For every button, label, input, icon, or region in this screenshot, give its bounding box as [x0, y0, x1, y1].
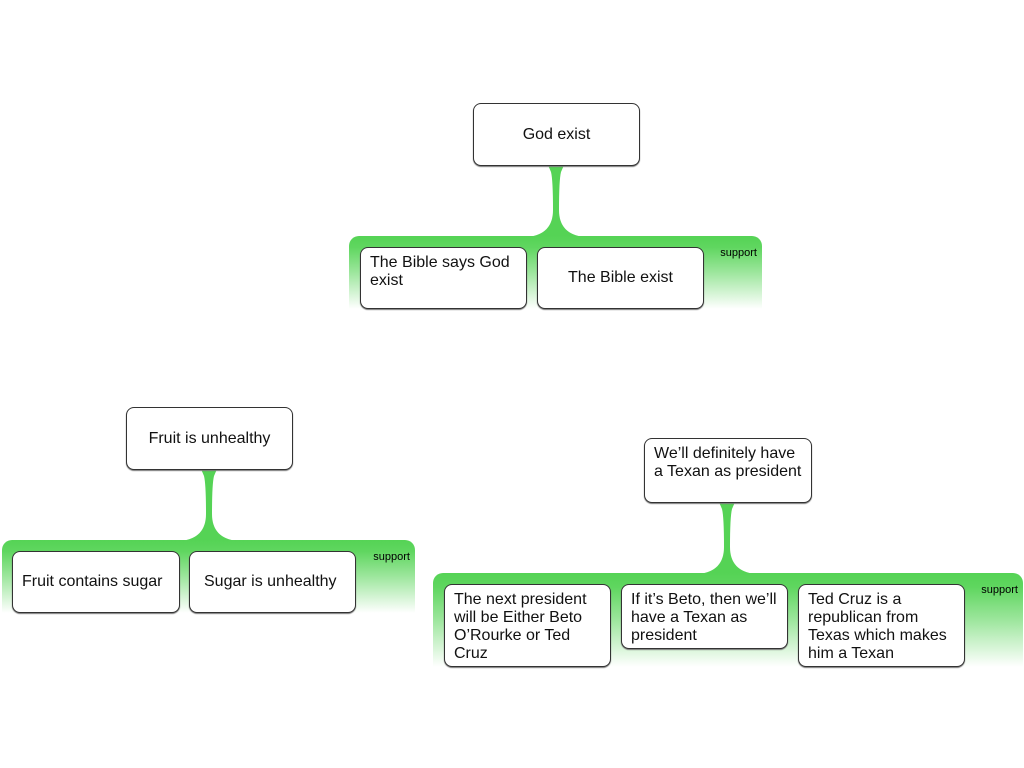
connector-stem [699, 502, 755, 574]
support-label: support [373, 551, 410, 563]
claim-box[interactable]: Fruit is unhealthy [126, 407, 293, 470]
support-label: support [720, 247, 757, 259]
support-label: support [981, 584, 1018, 596]
reason-box[interactable]: The Bible says God exist [360, 247, 527, 309]
reason-box[interactable]: Sugar is unhealthy [189, 551, 356, 613]
reason-box[interactable]: If it’s Beto, then we’ll have a Texan as… [621, 584, 788, 649]
reason-box[interactable]: The next president will be Either Beto O… [444, 584, 611, 667]
claim-box[interactable]: God exist [473, 103, 640, 166]
reason-box[interactable]: The Bible exist [537, 247, 704, 309]
connector-stem [181, 469, 237, 541]
reason-box[interactable]: Fruit contains sugar [12, 551, 180, 613]
reason-box[interactable]: Ted Cruz is a republican from Texas whic… [798, 584, 965, 667]
claim-box[interactable]: We’ll definitely have a Texan as preside… [644, 438, 812, 503]
connector-stem [528, 165, 584, 237]
